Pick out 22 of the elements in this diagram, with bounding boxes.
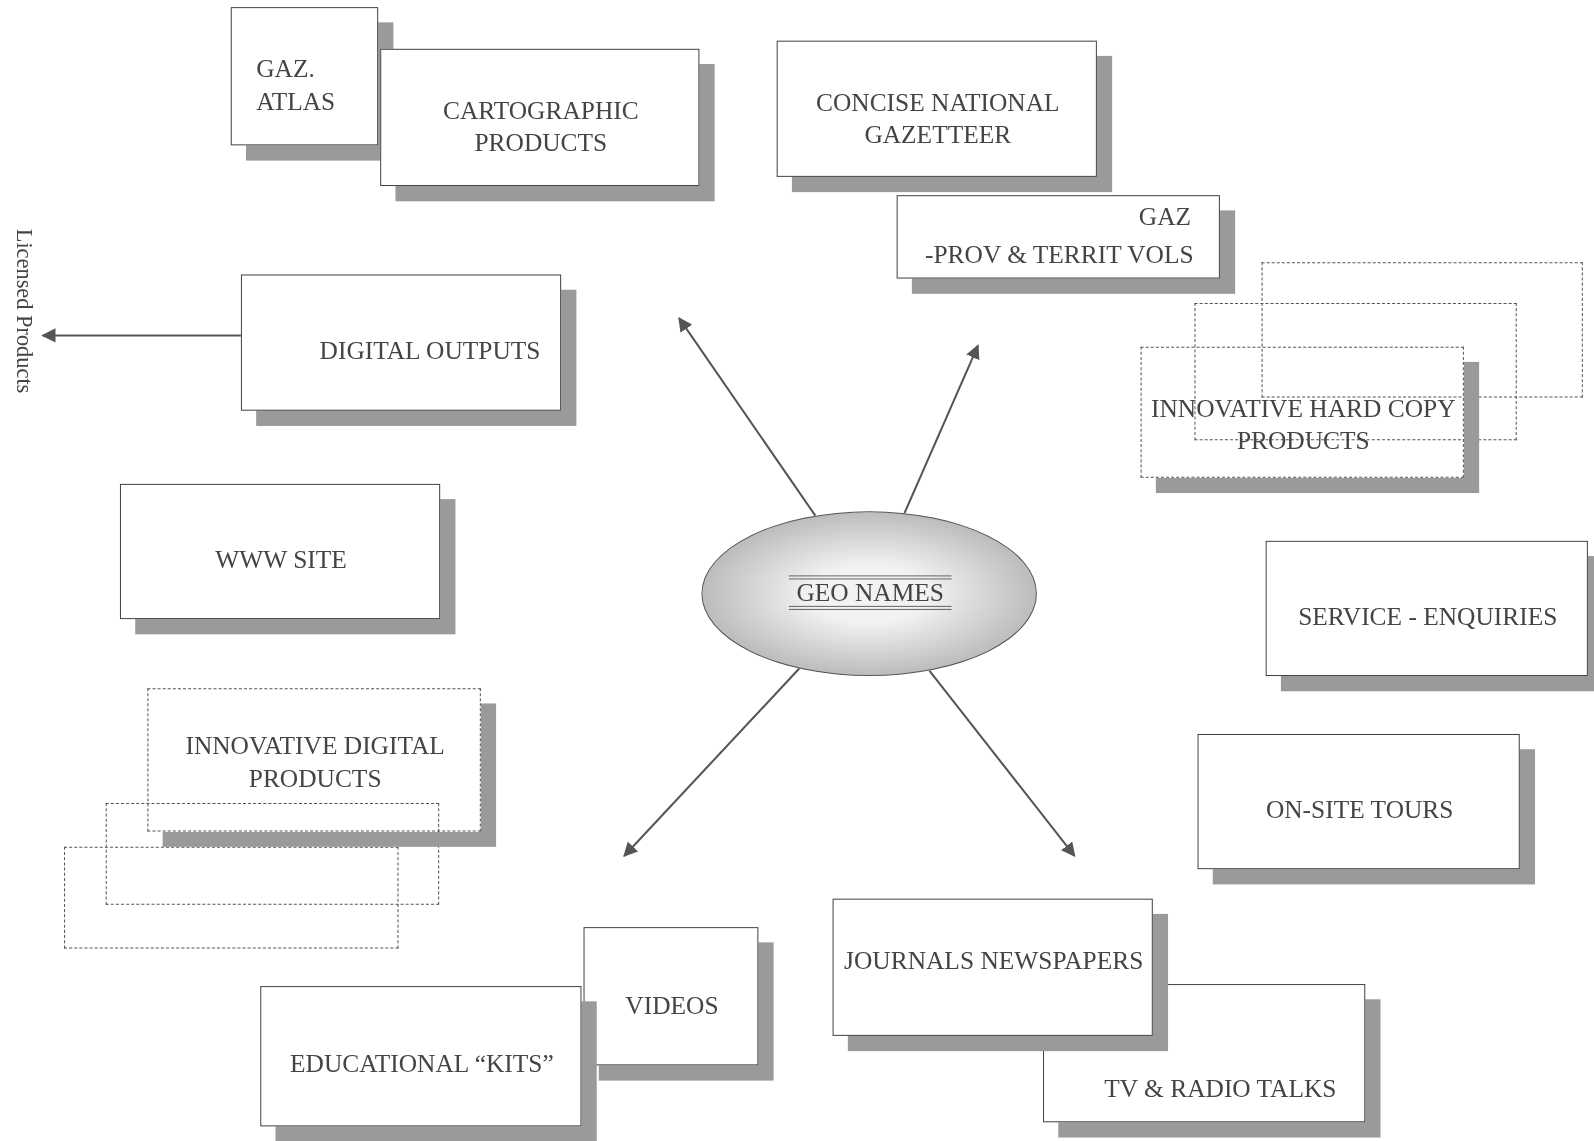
box-label: WWW SITE: [214, 544, 348, 576]
arrow: [903, 344, 980, 514]
box-label: INNOVATIVE DIGITAL PRODUCTS: [184, 730, 446, 794]
box-label: GAZ: [1137, 201, 1193, 232]
box-label: INNOVATIVE HARD COPY PRODUCTS: [1150, 393, 1457, 457]
box-label: GAZ. ATLAS: [256, 53, 337, 117]
box-label: JOURNALS NEWSPAPERS: [843, 945, 1145, 976]
arrow: [678, 317, 817, 517]
arrow: [928, 669, 1076, 858]
box-label: CONCISE NATIONAL GAZETTEER: [815, 87, 1061, 151]
box-label: ON-SITE TOURS: [1264, 795, 1455, 826]
box-label: DIGITAL OUTPUTS: [318, 335, 542, 366]
rotated-label: Licensed Products: [8, 228, 39, 397]
arrow: [41, 328, 241, 343]
box-label: CARTOGRAPHIC PRODUCTS: [441, 95, 640, 159]
box-label: -PROV & TERRIT VOLS: [924, 239, 1195, 271]
box-label: TV & RADIO TALKS: [1103, 1073, 1338, 1104]
box-label: VIDEOS: [624, 990, 720, 1021]
arrow: [623, 667, 800, 857]
center-title: GEO NAMES: [788, 575, 952, 610]
box-label: SERVICE - ENQUIRIES: [1297, 601, 1559, 633]
box-label: EDUCATIONAL “KITS”: [289, 1049, 555, 1080]
